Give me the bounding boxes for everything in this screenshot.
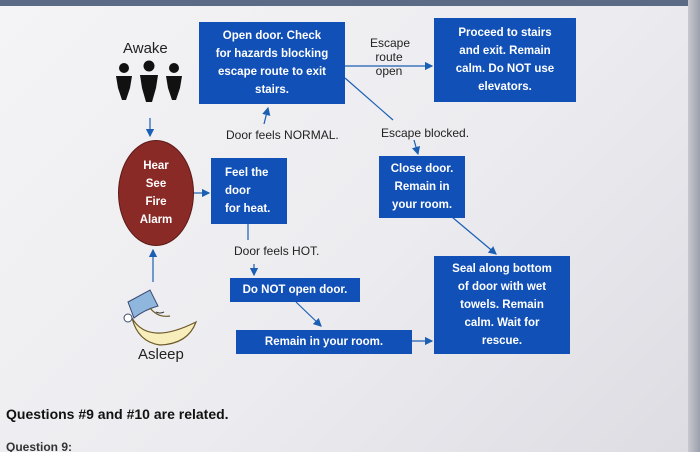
door-normal-label: Door feels NORMAL. <box>226 128 339 142</box>
close-door-box: Close door. Remain in your room. <box>379 156 465 218</box>
arrow-blocked-to-close <box>411 139 421 156</box>
fire-alarm-node: Hear See Fire Alarm <box>118 140 194 246</box>
escape-route-open-label: Escape route open <box>370 36 411 78</box>
line-open-to-blocked <box>344 77 394 121</box>
arrow-normal-to-open <box>262 106 271 125</box>
seal-box: Seal along bottom of door with wet towel… <box>434 256 570 354</box>
scrollbar[interactable] <box>688 0 700 452</box>
do-not-open-box: Do NOT open door. <box>230 278 360 302</box>
remain-box: Remain in your room. <box>236 330 412 354</box>
question-header: Questions #9 and #10 are related. <box>6 406 229 422</box>
next-question-label: Question 9: <box>6 440 73 452</box>
arrow-close-to-seal <box>451 216 497 255</box>
proceed-box: Proceed to stairs and exit. Remain calm.… <box>434 18 576 102</box>
sleeping-moon-icon <box>123 289 198 346</box>
asleep-label: Asleep <box>138 346 184 363</box>
people-group-icon <box>116 60 182 102</box>
top-bar <box>0 0 700 6</box>
awake-label: Awake <box>123 40 168 57</box>
open-door-box: Open door. Check for hazards blocking es… <box>199 22 345 104</box>
door-hot-label: Door feels HOT. <box>234 244 320 258</box>
feel-door-box: Feel the door for heat. <box>211 158 287 224</box>
arrow-donot-to-remain <box>295 301 322 327</box>
escape-blocked-label: Escape blocked. <box>381 126 470 140</box>
